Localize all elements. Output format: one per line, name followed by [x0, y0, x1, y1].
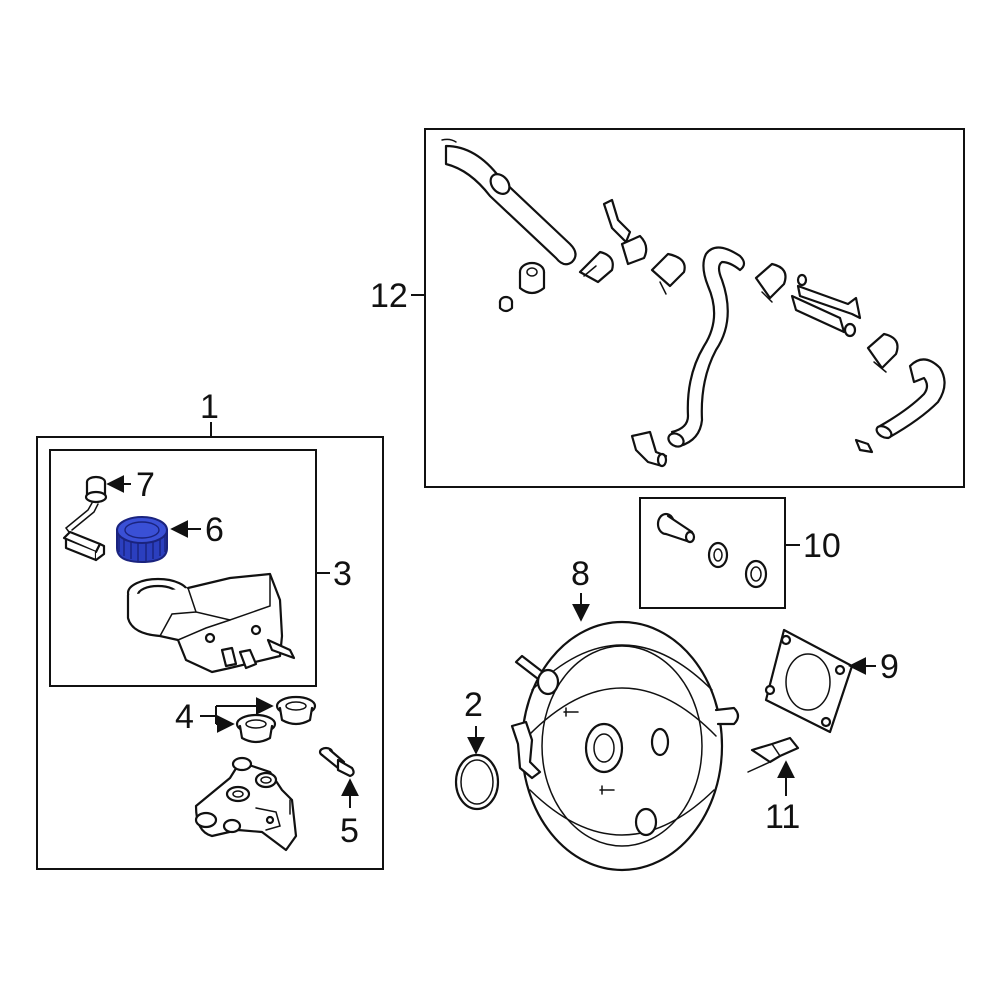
reservoir-3-frame	[49, 449, 317, 687]
callout-1[interactable]: 1	[200, 388, 219, 426]
callout-5[interactable]: 5	[340, 812, 359, 850]
level-sensor-part-7[interactable]	[62, 475, 108, 562]
gasket-part-2[interactable]	[454, 753, 500, 811]
vacuum-hose-part-12[interactable]	[441, 138, 946, 468]
callout-7[interactable]: 7	[136, 466, 155, 504]
gasket-plate-part-9[interactable]	[764, 628, 854, 734]
callout-4[interactable]: 4	[175, 698, 194, 736]
bolt-seal-part-10[interactable]	[656, 512, 768, 589]
callout-12[interactable]: 12	[370, 277, 408, 315]
reservoir-tank-part-3[interactable]	[126, 572, 296, 674]
callout-11[interactable]: 11	[765, 798, 800, 836]
callout-6[interactable]: 6	[205, 511, 224, 549]
clip-part-11[interactable]	[747, 736, 800, 773]
reservoir-cap-part-6[interactable]	[116, 516, 168, 564]
brake-booster-part-8[interactable]	[510, 620, 740, 872]
master-cylinder-body[interactable]	[194, 756, 298, 852]
pin-part-5[interactable]	[318, 746, 355, 778]
callout-8[interactable]: 8	[571, 555, 590, 593]
callout-9[interactable]: 9	[880, 648, 899, 686]
grommet-part-4-lower[interactable]	[235, 713, 277, 744]
seal-kit-10-frame	[639, 497, 786, 609]
hose-kit-12-frame	[424, 128, 965, 488]
callout-2[interactable]: 2	[464, 686, 483, 724]
grommet-part-4-upper[interactable]	[275, 695, 317, 726]
callout-3[interactable]: 3	[333, 555, 352, 593]
callout-10[interactable]: 10	[803, 527, 841, 565]
